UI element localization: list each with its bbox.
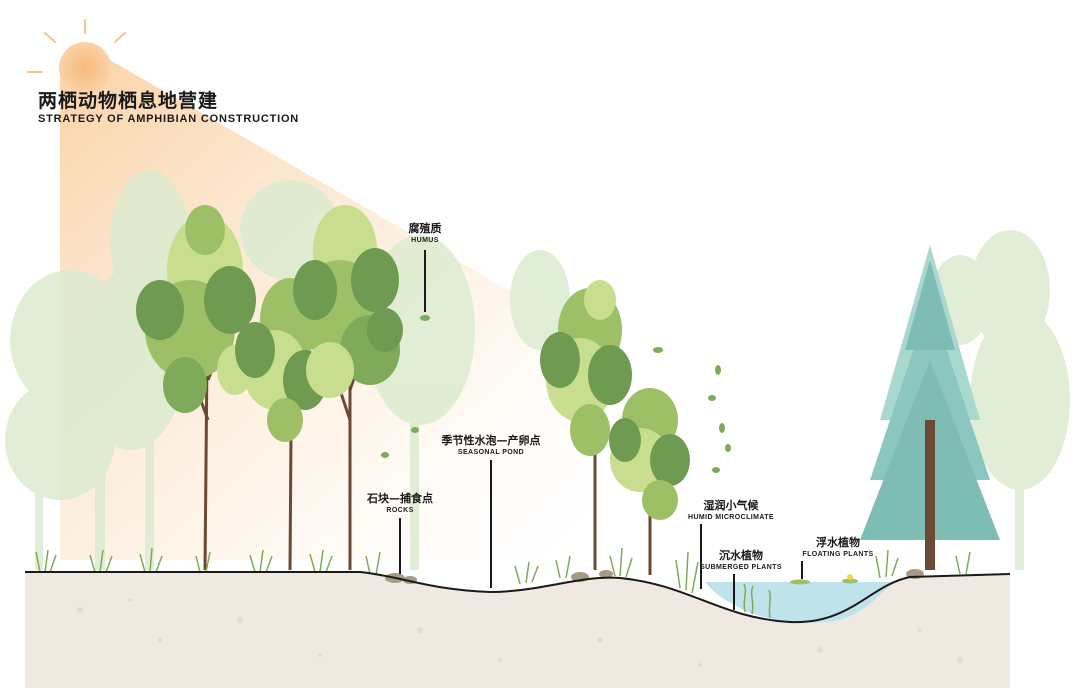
label-seasonal-pond-en: SEASONAL POND <box>457 449 525 456</box>
soil-body <box>25 572 1010 688</box>
leader-submerged-plants <box>733 574 735 610</box>
label-submerged-plants: 沉水植物 SUBMERGED PLANTS <box>700 547 782 571</box>
label-humus-cn: 腐殖质 <box>408 222 442 235</box>
leader-humid-microclimate <box>700 524 702 589</box>
background-trees <box>5 170 1070 570</box>
label-floating-plants-cn: 浮水植物 <box>815 536 860 549</box>
label-floating-plants-en: FLOATING PLANTS <box>802 551 874 558</box>
label-humid-microclimate-en: HUMID MICROCLIMATE <box>687 514 775 521</box>
submerged-plant-stems <box>743 583 771 619</box>
label-seasonal-pond-cn: 季节性水泡—产卵点 <box>441 434 541 447</box>
deciduous-trees <box>136 205 690 575</box>
label-rocks: 石块—捕食点 ROCKS <box>367 490 433 514</box>
floating-plant-pads <box>790 574 858 585</box>
label-submerged-plants-cn: 沉水植物 <box>718 549 763 562</box>
label-submerged-plants-en: SUBMERGED PLANTS <box>700 564 782 571</box>
soil-texture <box>77 598 963 667</box>
label-humid-microclimate-cn: 湿润小气候 <box>703 499 759 512</box>
conifer-tree <box>860 245 1000 570</box>
leader-humus <box>424 250 426 312</box>
leader-floating-plants <box>801 561 803 579</box>
grass-tufts <box>35 547 971 594</box>
ground-line <box>25 571 1011 624</box>
leader-seasonal-pond <box>490 460 492 588</box>
diagram-title-cn: 两栖动物栖息地营建 <box>38 90 219 112</box>
label-seasonal-pond: 季节性水泡—产卵点 SEASONAL POND <box>442 432 541 456</box>
label-rocks-cn: 石块—捕食点 <box>367 492 433 505</box>
sun-icon <box>27 19 126 94</box>
label-humid-microclimate: 湿润小气候 HUMID MICROCLIMATE <box>688 497 774 521</box>
label-rocks-en: ROCKS <box>386 507 414 514</box>
leader-rocks <box>399 518 401 574</box>
label-floating-plants: 浮水植物 FLOATING PLANTS <box>802 534 873 558</box>
diagram-title-en: STRATEGY OF AMPHIBIAN CONSTRUCTION <box>38 113 300 125</box>
label-humus: 腐殖质 HUMUS <box>409 220 442 244</box>
falling-leaves <box>381 315 731 473</box>
label-humus-en: HUMUS <box>411 237 439 244</box>
